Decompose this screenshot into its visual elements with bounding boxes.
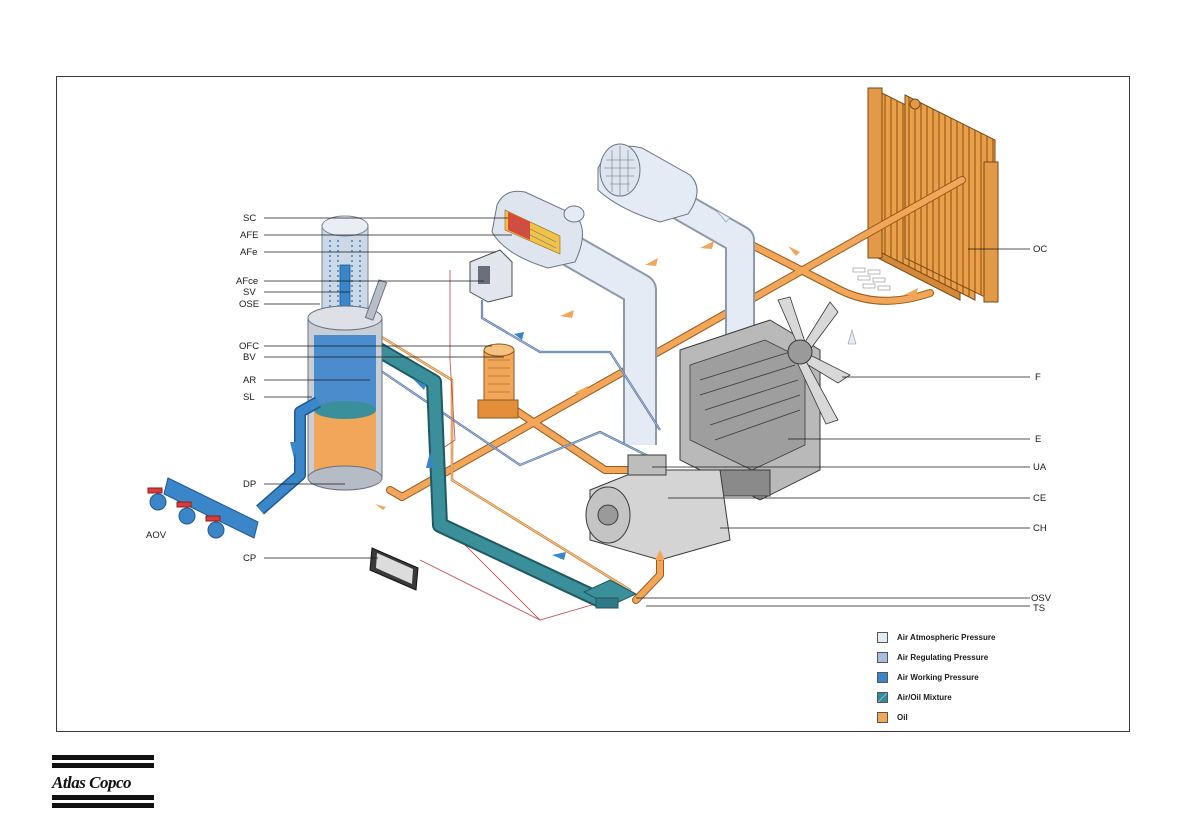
label-f: F [1035,372,1041,383]
label-ua: UA [1033,462,1047,473]
legend-label: Oil [897,713,908,722]
label-aov: AOV [146,530,167,541]
legend-swatch-air-working [877,672,888,683]
atlas-copco-logo: Atlas Copco [52,755,156,807]
label-dp: DP [243,479,256,490]
label-e: E [1035,434,1041,445]
label-sl: SL [243,392,255,403]
label-ce: CE [1033,493,1046,504]
logo-wordmark: Atlas Copco [52,773,156,793]
label-bv: BV [243,352,256,363]
oil-cooler [853,88,998,302]
legend-item: Air Atmospheric Pressure [877,627,1067,647]
unloader-valve [470,250,512,302]
legend-label: Air/Oil Mixture [897,693,952,702]
logo-bar [52,755,154,760]
label-sv: SV [243,287,256,298]
label-ose: OSE [239,299,259,310]
separator-vessel [308,216,387,490]
legend-label: Air Working Pressure [897,673,979,682]
logo-bar [52,763,154,768]
air-outlet-valves [148,478,258,538]
legend-swatch-air-regulating [877,652,888,663]
label-ts: TS [1033,603,1045,614]
label-afe: AFE [240,230,258,241]
legend-label: Air Atmospheric Pressure [897,633,995,642]
legend: Air Atmospheric Pressure Air Regulating … [877,627,1067,727]
logo-bar [52,795,154,800]
label-oc: OC [1033,244,1047,255]
control-panel [370,548,418,590]
logo-bar [52,803,154,808]
label-sc: SC [243,213,256,224]
legend-item: Air Regulating Pressure [877,647,1067,667]
legend-item: Oil [877,707,1067,727]
label-ar: AR [243,375,256,386]
legend-swatch-air-oil-mixture [877,692,888,703]
legend-swatch-air-atmospheric [877,632,888,643]
legend-swatch-oil [877,712,888,723]
label-afe-lower: AFe [240,247,257,258]
legend-item: Air Working Pressure [877,667,1067,687]
label-ch: CH [1033,523,1047,534]
label-cp: CP [243,553,256,564]
legend-label: Air Regulating Pressure [897,653,988,662]
legend-item: Air/Oil Mixture [877,687,1067,707]
label-afce: AFce [236,276,258,287]
oil-filter [478,344,518,418]
label-ofc: OFC [239,341,259,352]
